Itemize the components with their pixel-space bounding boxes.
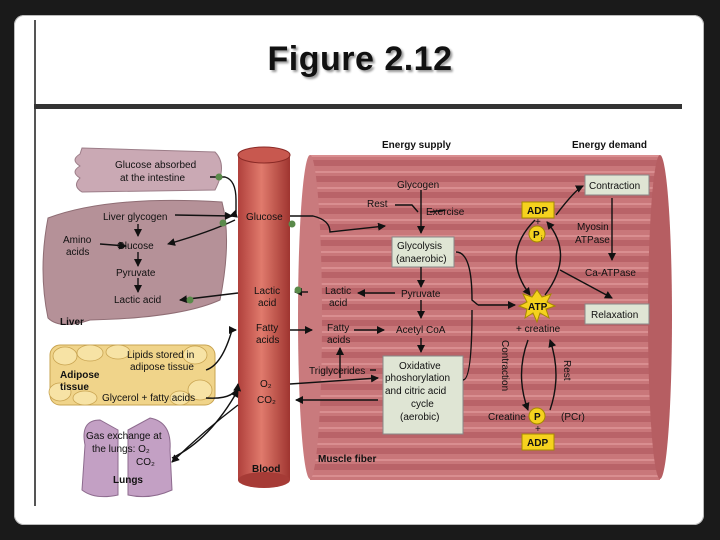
- adp-label: ADP: [527, 206, 548, 217]
- adp2-box: [521, 433, 555, 451]
- blood-lactic-label-1: Lactic: [254, 286, 280, 297]
- amino-acids-label-1: Amino: [63, 235, 92, 246]
- blood-lactic-label-2: acid: [258, 298, 276, 309]
- liver-pyruvate-label: Pyruvate: [116, 268, 156, 279]
- pathway-arrows: [99, 176, 616, 463]
- liver-glucose-label: Glucose: [117, 241, 154, 252]
- pi-plus-label: +: [535, 217, 541, 228]
- gas-exchange-label-1: Gas exchange at: [86, 431, 162, 442]
- liver-label: Liver: [60, 317, 84, 328]
- rest-label: Rest: [367, 199, 388, 210]
- amino-acids-label-2: acids: [66, 247, 89, 258]
- myosin-label-2: ATPase: [575, 235, 610, 246]
- adp2-label: ADP: [527, 438, 548, 449]
- blood-vessel: [237, 146, 291, 488]
- glycolysis-label-2: (anaerobic): [396, 254, 447, 265]
- liver-glycogen-label: Liver glycogen: [103, 212, 167, 223]
- blood-co2-label: CO₂: [257, 395, 276, 406]
- pcr-label: (PCr): [561, 412, 585, 423]
- p-label: P: [534, 412, 541, 423]
- blood-fatty-label-1: Fatty: [256, 323, 278, 334]
- oxidative-label-5: (aerobic): [400, 412, 439, 423]
- intestine-label-2: at the intestine: [120, 173, 185, 184]
- muscle-fatty-label-1: Fatty: [327, 323, 349, 334]
- oxidative-label-3: and citric acid: [385, 386, 446, 397]
- ca-atpase-label: Ca-ATPase: [585, 268, 636, 279]
- p-circle: [528, 407, 546, 425]
- contraction-box: [584, 174, 650, 196]
- transport-dots: [186, 173, 302, 304]
- blood-label: Blood: [252, 464, 280, 475]
- relaxation-box: [584, 303, 650, 325]
- adp2-plus-label: +: [535, 424, 541, 435]
- muscle-pyruvate-label: Pyruvate: [401, 289, 441, 300]
- adipose-tissue: [48, 344, 216, 406]
- pi-label: P: [533, 230, 540, 241]
- blood-fatty-label-2: acids: [256, 335, 279, 346]
- oxidative-label-1: Oxidative: [399, 361, 441, 372]
- lipids-label-2: adipose tissue: [130, 362, 194, 373]
- creatine-plus-label: + creatine: [516, 324, 561, 335]
- triglycerides-label: Triglycerides: [309, 366, 365, 377]
- slide-title: Figure 2.12: [267, 40, 453, 78]
- header-energy-supply: Energy supply: [382, 140, 451, 151]
- atp-star: [517, 289, 557, 324]
- gas-exchange-label-2: the lungs: O₂: [92, 444, 150, 455]
- liver-lactic-label: Lactic acid: [114, 295, 161, 306]
- pi-circle: [528, 225, 546, 243]
- glycerol-label: Glycerol + fatty acids: [102, 393, 195, 404]
- lipids-label-1: Lipids stored in: [127, 350, 194, 361]
- adp-box: [521, 201, 555, 219]
- intestine-shape: [74, 147, 222, 193]
- exercise-label: Exercise: [426, 207, 465, 218]
- contraction-vertical-label: Contraction: [499, 340, 510, 391]
- blood-o2-label: O₂: [260, 379, 272, 390]
- adipose-label-2: tissue: [60, 382, 89, 393]
- contraction-box-label: Contraction: [589, 181, 640, 192]
- acetyl-coa-label: Acetyl CoA: [396, 325, 446, 336]
- atp-label: ATP: [528, 302, 548, 313]
- muscle-lactic-label-1: Lactic: [325, 286, 351, 297]
- lungs-label: Lungs: [113, 475, 143, 486]
- intestine-label-1: Glucose absorbed: [115, 160, 196, 171]
- myosin-label-1: Myosin: [577, 222, 609, 233]
- lungs-shape: [81, 417, 173, 498]
- relaxation-label: Relaxation: [591, 310, 638, 321]
- muscle-fiber-label: Muscle fiber: [318, 454, 376, 465]
- pi-subscript: i: [541, 236, 543, 243]
- glycolysis-box: [391, 236, 455, 268]
- blood-glucose-label: Glucose: [246, 212, 283, 223]
- creatine-label: Creatine: [488, 412, 526, 423]
- muscle-fatty-label-2: acids: [327, 335, 350, 346]
- oxidative-box: [382, 355, 464, 435]
- gas-exchange-label-3: CO₂: [136, 457, 155, 468]
- oxidative-label-2: phoshorylation: [385, 373, 450, 384]
- header-energy-demand: Energy demand: [572, 140, 647, 151]
- rest-vertical-label: Rest: [561, 360, 572, 381]
- muscle-lactic-label-2: acid: [329, 298, 347, 309]
- muscle-glycogen-label: Glycogen: [397, 180, 439, 191]
- adipose-label-1: Adipose: [60, 370, 100, 381]
- glycolysis-label-1: Glycolysis: [397, 241, 442, 252]
- left-rule: [34, 20, 36, 506]
- title-underline: [34, 104, 682, 109]
- oxidative-label-4: cycle: [411, 399, 434, 410]
